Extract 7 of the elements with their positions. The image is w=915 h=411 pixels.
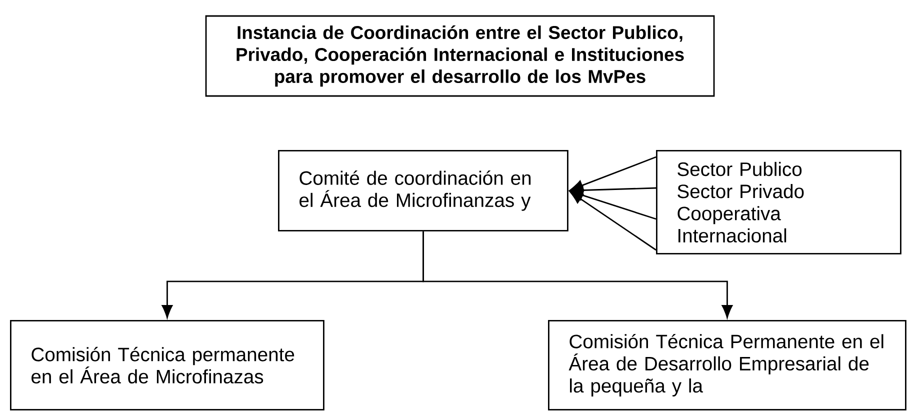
title-box: Instancia de Coordinación entre el Sector Publico, Privado, Cooperación Internacional e Instituciones para promover el desarrollo de los MvPes <box>205 15 715 97</box>
committee-box: Comité de coordinación en el Área de Microfinanzas y <box>278 150 568 232</box>
member-list-box: Sector Publico Sector Privado Cooperativa Internacional <box>656 150 902 254</box>
commission-box: Comisión Técnica permanente en el Área de Microfinazas <box>10 320 324 410</box>
arrow <box>570 192 656 251</box>
commission-box: Comisión Técnica Permanente en el Área de Desarrollo Empresarial de la pequeña y la <box>548 320 906 410</box>
arrow <box>422 231 733 318</box>
